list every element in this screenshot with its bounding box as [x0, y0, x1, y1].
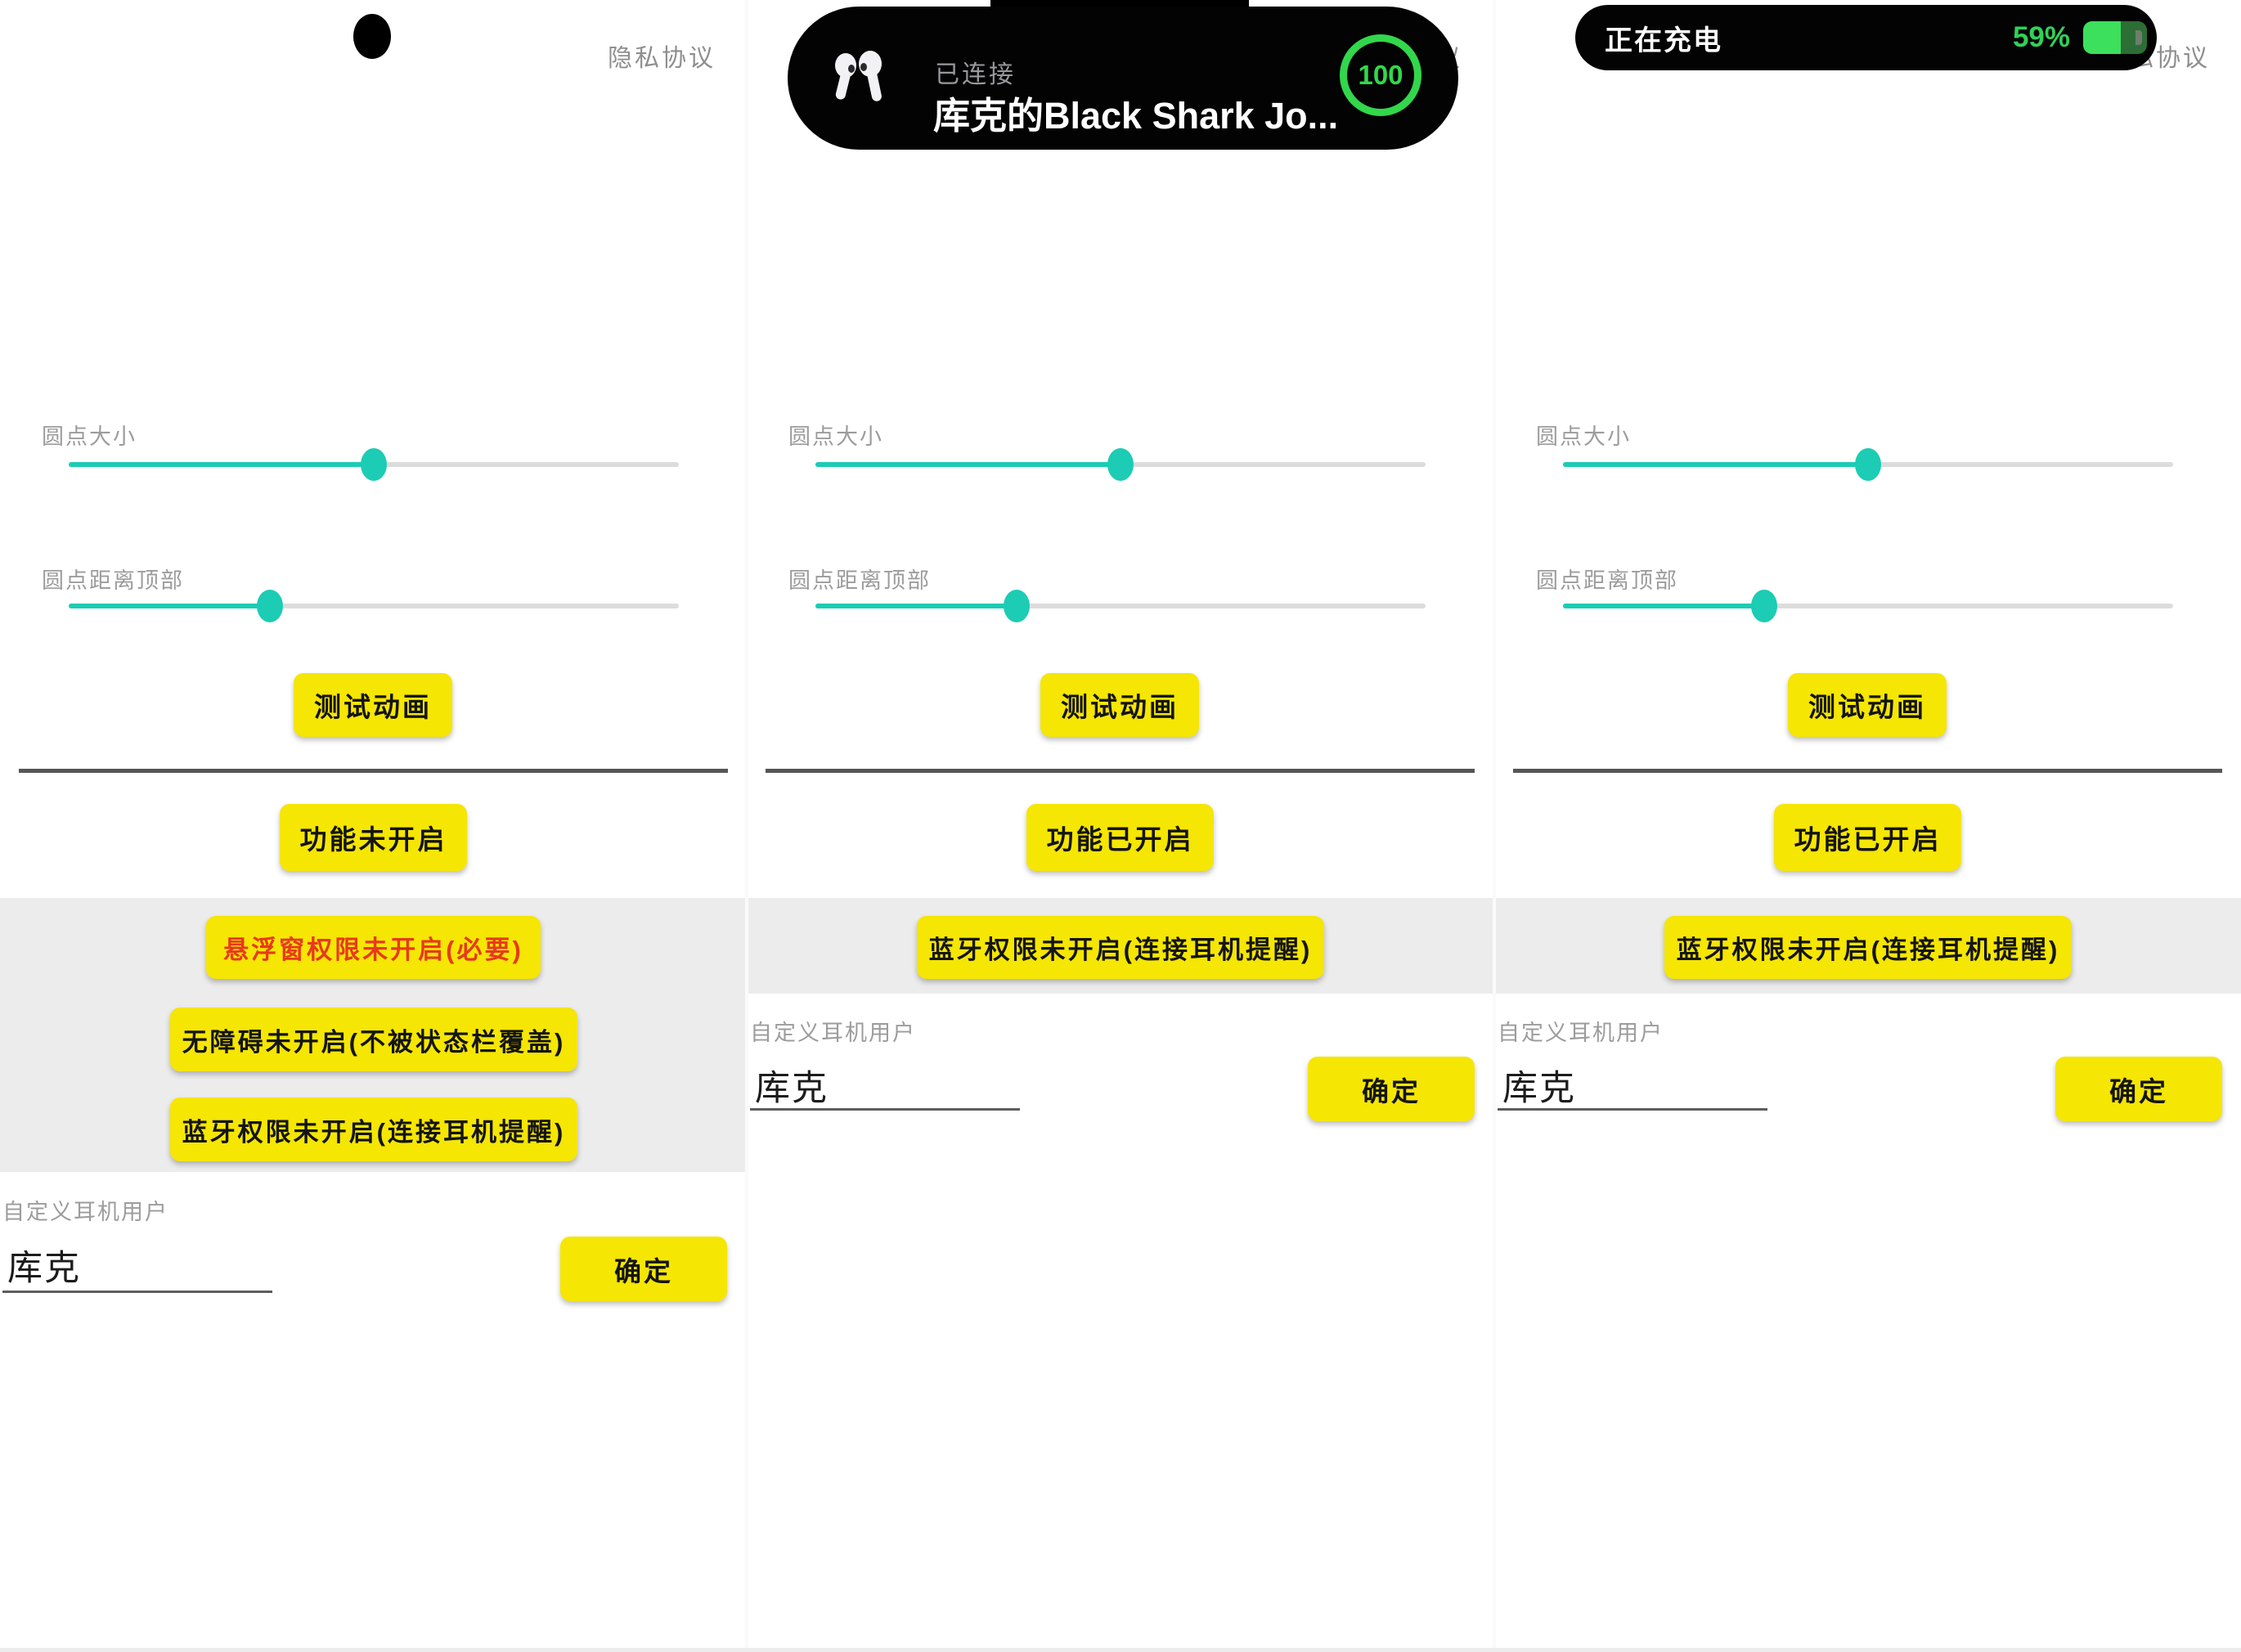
- battery-fill: [2083, 21, 2122, 54]
- overlay-permission-button[interactable]: 悬浮窗权限未开启(必要): [206, 916, 541, 979]
- slider-fill: [69, 462, 374, 467]
- connection-status: 已连接: [935, 61, 1016, 88]
- app-screen-charging: 隐私协议 正在充电 59% 圆点大小 圆点距离顶部 测试动画 功: [1494, 0, 2241, 1652]
- battery-ring: 100: [1340, 34, 1421, 116]
- slider-thumb[interactable]: [1107, 448, 1134, 481]
- feature-status-button[interactable]: 功能已开启: [1026, 804, 1214, 871]
- username-input[interactable]: 库克: [7, 1249, 81, 1288]
- slider-track[interactable]: [815, 604, 1426, 608]
- test-animation-button[interactable]: 测试动画: [1040, 673, 1199, 737]
- bluetooth-permission-button[interactable]: 蓝牙权限未开启(连接耳机提醒): [170, 1098, 577, 1161]
- dot-size-label: 圆点大小: [788, 424, 883, 449]
- slider-thumb[interactable]: [1751, 590, 1778, 622]
- app-screen-permissions-off: 隐私协议 圆点大小 圆点距离顶部 测试动画 功能未开启 悬浮窗权限未开启(必要)…: [0, 0, 747, 1652]
- custom-user-label: 自定义耳机用户: [750, 1021, 916, 1045]
- custom-user-label: 自定义耳机用户: [1498, 1021, 1664, 1045]
- dot-size-slider[interactable]: [69, 448, 679, 481]
- confirm-button[interactable]: 确定: [2055, 1057, 2222, 1121]
- bluetooth-permission-button[interactable]: 蓝牙权限未开启(连接耳机提醒): [1664, 916, 2072, 979]
- input-underline: [750, 1108, 1020, 1111]
- battery-percent-text: 59%: [2012, 21, 2070, 53]
- test-animation-button[interactable]: 测试动画: [1788, 673, 1947, 737]
- dot-top-offset-slider[interactable]: [1563, 590, 2173, 622]
- accessibility-permission-button[interactable]: 无障碍未开启(不被状态栏覆盖): [170, 1008, 577, 1071]
- slider-thumb[interactable]: [1855, 448, 1881, 481]
- custom-user-label: 自定义耳机用户: [2, 1200, 168, 1224]
- dot-top-offset-label: 圆点距离顶部: [42, 568, 184, 593]
- dot-top-offset-slider[interactable]: [815, 590, 1426, 622]
- test-animation-button[interactable]: 测试动画: [294, 673, 452, 737]
- section-divider: [19, 769, 728, 773]
- dot-size-label: 圆点大小: [1536, 424, 1631, 449]
- slider-thumb[interactable]: [361, 448, 387, 481]
- charging-status-pill[interactable]: 正在充电 59%: [1575, 5, 2157, 70]
- camera-cutout-dot: [353, 14, 391, 59]
- slider-fill: [1563, 462, 1868, 467]
- input-underline: [2, 1291, 272, 1293]
- section-divider: [766, 769, 1475, 773]
- slider-fill: [815, 462, 1120, 467]
- dot-top-offset-label: 圆点距离顶部: [788, 568, 931, 593]
- username-input[interactable]: 库克: [755, 1069, 829, 1108]
- charging-label: 正在充电: [1605, 25, 1722, 56]
- slider-fill: [69, 604, 271, 608]
- slider-thumb[interactable]: [257, 590, 284, 622]
- confirm-button[interactable]: 确定: [1308, 1057, 1475, 1121]
- device-name: 库克的Black Shark Jo...: [933, 95, 1339, 137]
- app-screen-headphones-connected: 隐私协议 已连接 库克的Black Shark Jo... 100 圆点大小: [747, 0, 1493, 1652]
- bottom-edge: [0, 1648, 2241, 1652]
- slider-fill: [815, 604, 1017, 608]
- bluetooth-permission-button[interactable]: 蓝牙权限未开启(连接耳机提醒): [917, 916, 1324, 979]
- battery-cap: [2135, 30, 2142, 45]
- dynamic-island-headphones[interactable]: 已连接 库克的Black Shark Jo... 100: [788, 7, 1458, 150]
- username-input[interactable]: 库克: [1502, 1069, 1576, 1108]
- slider-thumb[interactable]: [1004, 590, 1031, 622]
- feature-status-button[interactable]: 功能已开启: [1774, 804, 1961, 871]
- dot-top-offset-slider[interactable]: [69, 590, 679, 622]
- dot-size-label: 圆点大小: [42, 424, 137, 449]
- battery-icon: [2083, 21, 2147, 54]
- section-divider: [1513, 769, 2222, 773]
- dot-top-offset-label: 圆点距离顶部: [1536, 568, 1678, 593]
- confirm-button[interactable]: 确定: [560, 1237, 727, 1301]
- dot-size-slider[interactable]: [815, 448, 1426, 481]
- dot-size-slider[interactable]: [1563, 448, 2173, 481]
- panel-separator: [1493, 0, 1496, 1652]
- slider-track[interactable]: [1563, 604, 2173, 608]
- panel-separator: [745, 0, 748, 1652]
- slider-fill: [1563, 604, 1765, 608]
- slider-track[interactable]: [69, 604, 679, 608]
- feature-status-button[interactable]: 功能未开启: [280, 804, 467, 871]
- airpods-image: [835, 51, 882, 101]
- privacy-policy-link[interactable]: 隐私协议: [608, 45, 716, 72]
- input-underline: [1498, 1108, 1767, 1111]
